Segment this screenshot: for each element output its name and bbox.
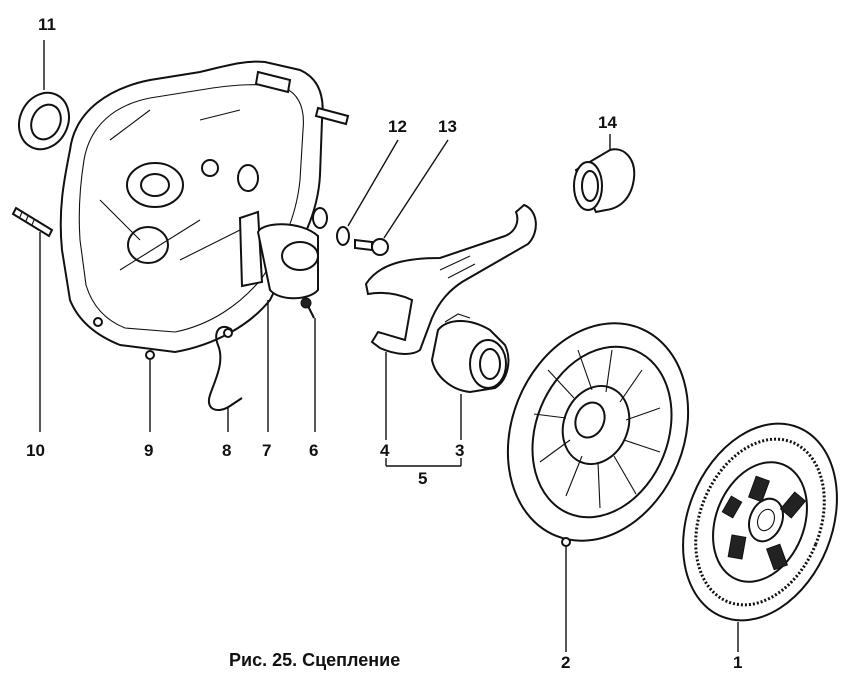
part-12-washer bbox=[336, 139, 399, 246]
callout-5: 5 bbox=[418, 469, 427, 488]
part-13-pivot-pin bbox=[354, 139, 449, 256]
part-2-pressure-plate bbox=[506, 322, 690, 652]
callout-12: 12 bbox=[388, 117, 407, 136]
part-5-bracket bbox=[385, 458, 462, 467]
callout-3: 3 bbox=[455, 441, 464, 460]
callout-6: 6 bbox=[309, 441, 318, 460]
callout-14: 14 bbox=[598, 113, 617, 132]
part-14-bushing bbox=[573, 134, 636, 214]
callout-4: 4 bbox=[380, 441, 390, 460]
callout-9: 9 bbox=[144, 441, 153, 460]
part-10-stud bbox=[11, 206, 54, 432]
callout-1: 1 bbox=[733, 653, 742, 672]
part-11-oil-seal bbox=[18, 40, 70, 151]
part-3-release-bearing bbox=[430, 313, 510, 440]
part-8-spring-clip bbox=[207, 325, 243, 432]
callout-2: 2 bbox=[561, 653, 570, 672]
part-9-clutch-housing bbox=[59, 60, 350, 432]
part-4-release-fork bbox=[364, 203, 537, 440]
figure-caption: Рис. 25. Сцепление bbox=[229, 650, 401, 670]
callout-10: 10 bbox=[26, 441, 45, 460]
callout-13: 13 bbox=[438, 117, 457, 136]
part-6-bolt bbox=[300, 297, 316, 432]
callout-7: 7 bbox=[262, 441, 271, 460]
callout-8: 8 bbox=[222, 441, 231, 460]
callout-11: 11 bbox=[38, 15, 56, 34]
part-1-clutch-disc bbox=[682, 422, 838, 652]
